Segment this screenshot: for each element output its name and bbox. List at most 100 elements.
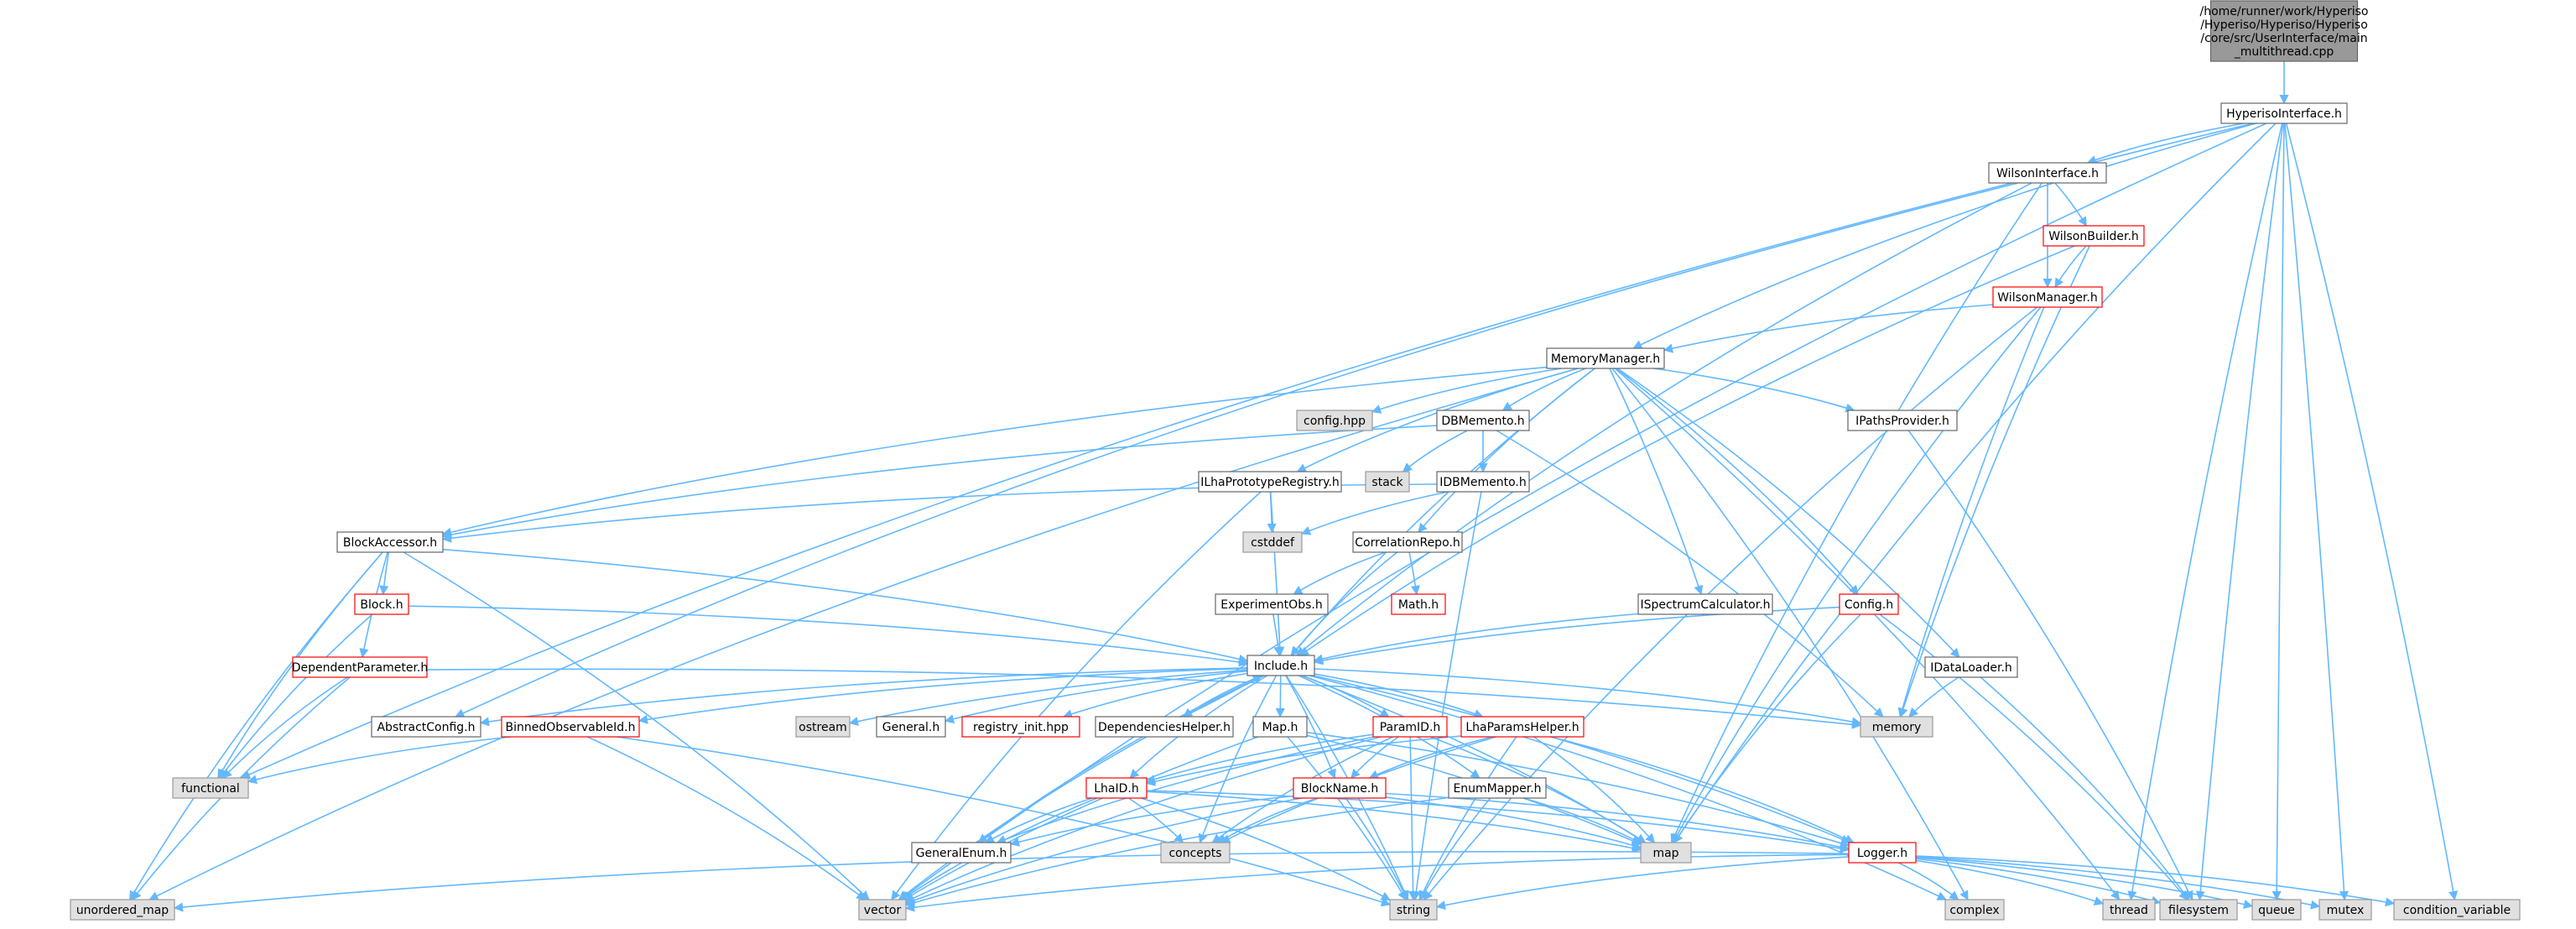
node-label-map: map [1652, 847, 1678, 860]
node-label-root: /core/src/UserInterface/main [2200, 32, 2367, 45]
edge-blockname-to-map [1385, 796, 1642, 850]
edge-memory_mgr-to-blockacc [441, 366, 1548, 537]
node-wilsonmanager[interactable]: WilsonManager.h [1992, 286, 2103, 308]
node-math[interactable]: Math.h [1391, 593, 1446, 615]
edge-hyperiso-to-map [1673, 123, 2277, 843]
node-general[interactable]: General.h [876, 716, 946, 738]
edge-memory_mgr-to-ispectrum [1609, 368, 1704, 596]
edge-paramid-to-map [1430, 736, 1647, 843]
edge-include-to-lhaparams [1314, 673, 1484, 718]
edge-wilsoniface-to-include [1295, 182, 2032, 656]
node-registry[interactable]: registry_init.hpp [961, 716, 1080, 738]
edge-include-to-vector [898, 675, 1265, 900]
node-maph[interactable]: Map.h [1252, 716, 1308, 738]
node-label-wilsoniface: WilsonInterface.h [1996, 167, 2099, 180]
edge-block-to-functional [219, 613, 373, 779]
node-label-lhaparams: LhaParamsHelper.h [1465, 721, 1579, 734]
node-ipaths[interactable]: IPathsProvider.h [1847, 410, 1958, 431]
node-abstractconfig[interactable]: AbstractConfig.h [371, 716, 481, 738]
node-enummapper[interactable]: EnumMapper.h [1448, 777, 1547, 799]
edge-dephelper-to-include [1183, 675, 1263, 718]
node-box-queue [2251, 899, 2302, 921]
edge-expobs-to-include [1272, 613, 1283, 657]
node-label-maph: Map.h [1262, 721, 1298, 734]
edge-idbmemento-to-blockacc [441, 483, 1438, 543]
node-label-dbmemento: DBMemento.h [1441, 415, 1524, 428]
node-root[interactable]: /home/runner/work/Hyperiso/Hyperiso/Hype… [2200, 0, 2369, 62]
edge-ilha-to-vector [891, 491, 1262, 900]
node-box-math [1391, 593, 1446, 615]
edge-wilsonbuilder-to-wilsonmanager [2054, 245, 2087, 288]
edge-logger-to-filesystem [1915, 858, 2162, 906]
edge-hyperiso-to-thread [2127, 123, 2283, 901]
node-hyperiso[interactable]: HyperisoInterface.h [2220, 102, 2348, 124]
edge-config-to-include [1313, 606, 1840, 665]
edge-wilsoniface-to-abstractconfig [455, 182, 2019, 718]
edge-logger-to-string [1435, 856, 1850, 911]
node-wilsonbuilder[interactable]: WilsonBuilder.h [2043, 225, 2145, 247]
node-idbmemento[interactable]: IDBMemento.h [1436, 471, 1530, 493]
edge-deppar-to-memory [426, 668, 1862, 729]
node-blockacc[interactable]: BlockAccessor.h [336, 531, 444, 553]
edge-paramid-to-generalenum [996, 736, 1375, 844]
node-dbmemento[interactable]: DBMemento.h [1436, 410, 1530, 431]
node-ispectrum[interactable]: ISpectrumCalculator.h [1637, 593, 1773, 615]
node-label-filesystem: filesystem [2168, 904, 2229, 917]
node-mutex: mutex [2318, 899, 2372, 921]
node-deppar[interactable]: DependentParameter.h [292, 656, 429, 678]
node-box-logger [1848, 842, 1917, 864]
edge-include-to-blockname [1285, 675, 1336, 780]
dependency-edges [129, 61, 2459, 912]
edge-blockacc-to-vector [403, 551, 870, 900]
node-label-queue: queue [2258, 904, 2295, 917]
node-label-generalenum: GeneralEnum.h [916, 847, 1007, 860]
node-blockname[interactable]: BlockName.h [1293, 777, 1387, 799]
node-memory_mgr[interactable]: MemoryManager.h [1546, 347, 1665, 369]
node-paramid[interactable]: ParamID.h [1372, 716, 1448, 738]
node-label-wilsonbuilder: WilsonBuilder.h [2048, 230, 2139, 243]
node-label-root: _multithread.cpp [2234, 45, 2334, 59]
edge-blockname-to-vector [904, 797, 1303, 906]
edge-include-to-registry [1062, 672, 1248, 719]
node-label-registry: registry_init.hpp [973, 721, 1069, 734]
node-block[interactable]: Block.h [354, 593, 409, 615]
node-lhaid[interactable]: LhaID.h [1085, 777, 1147, 799]
node-config[interactable]: Config.h [1839, 593, 1899, 615]
edge-logger-to-complex [1898, 862, 1959, 900]
edge-blockname-to-generalenum [1009, 795, 1294, 847]
node-lhaparams[interactable]: LhaParamsHelper.h [1460, 716, 1585, 738]
node-box-lhaid [1085, 777, 1147, 799]
node-label-general: General.h [882, 721, 940, 734]
edge-wilsoniface-to-wilsonbuilder [2054, 182, 2087, 227]
node-string: string [1389, 899, 1438, 921]
node-dephelper[interactable]: DependenciesHelper.h [1095, 716, 1234, 738]
node-idataloader[interactable]: IDataLoader.h [1924, 656, 2018, 678]
edge-logger-to-condvar [1915, 855, 2396, 907]
edge-enummapper-to-string [1419, 797, 1491, 900]
edge-idbmemento-to-string [1411, 491, 1482, 901]
node-vector: vector [858, 899, 907, 921]
node-binned[interactable]: BinnedObservableId.h [501, 716, 640, 738]
node-box-condvar [2393, 899, 2521, 921]
node-label-correlation: CorrelationRepo.h [1355, 536, 1460, 550]
edge-memory_mgr-to-unordered_map [148, 368, 1579, 900]
edge-include-to-paramid [1302, 675, 1390, 718]
node-logger[interactable]: Logger.h [1848, 842, 1917, 864]
node-expobs[interactable]: ExperimentObs.h [1215, 593, 1329, 615]
node-label-blockname: BlockName.h [1301, 782, 1379, 796]
edge-maph-to-string [1287, 736, 1407, 900]
node-include[interactable]: Include.h [1246, 655, 1315, 676]
edge-correlation-to-include [1290, 551, 1398, 656]
node-label-expobs: ExperimentObs.h [1220, 598, 1322, 612]
node-box-dbmemento [1436, 410, 1530, 431]
node-label-ostream: ostream [799, 721, 847, 734]
node-generalenum[interactable]: GeneralEnum.h [911, 842, 1012, 864]
edge-hyperiso-to-queue [2272, 123, 2285, 901]
node-box-generalenum [911, 842, 1012, 864]
node-ilha[interactable]: ILhaPrototypeRegistry.h [1198, 471, 1342, 493]
node-correlation[interactable]: CorrelationRepo.h [1352, 531, 1463, 553]
node-label-functional: functional [181, 782, 240, 796]
node-box-ipaths [1847, 410, 1958, 431]
node-wilsoniface[interactable]: WilsonInterface.h [1988, 162, 2107, 184]
